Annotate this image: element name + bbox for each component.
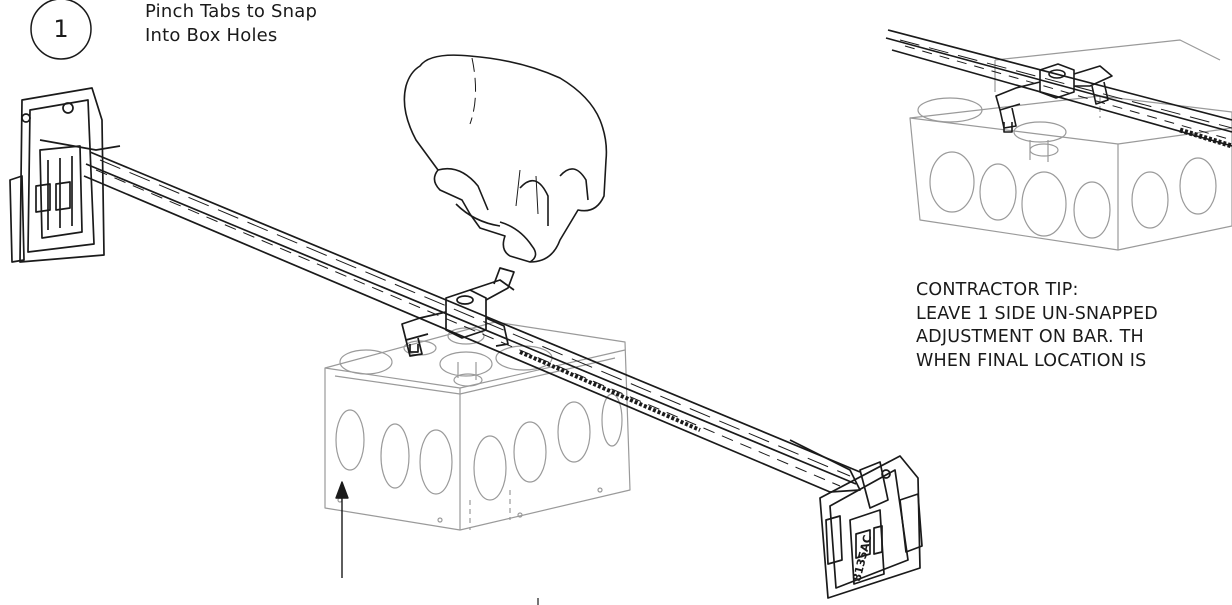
main-illustration [9, 54, 923, 605]
step-number: 1 [53, 15, 69, 43]
step-instruction-line: Into Box Holes [145, 25, 278, 46]
step-instruction-line: Pinch Tabs to Snap [145, 1, 318, 22]
step-number-circle [30, 0, 92, 60]
step-instruction: Pinch Tabs to Snap Into Box Holes [145, 0, 317, 48]
tip-heading: CONTRACTOR TIP: [916, 280, 1079, 300]
inset-illustration [885, 29, 1232, 251]
up-arrow [335, 481, 349, 578]
tip-line: ADJUSTMENT ON BAR. TH [916, 327, 1144, 347]
tip-line: WHEN FINAL LOCATION IS [916, 350, 1147, 371]
tip-line: LEAVE 1 SIDE UN-SNAPPED [916, 303, 1158, 324]
contractor-tip: CONTRACTOR TIP: LEAVE 1 SIDE UN-SNAPPED … [916, 279, 1158, 373]
